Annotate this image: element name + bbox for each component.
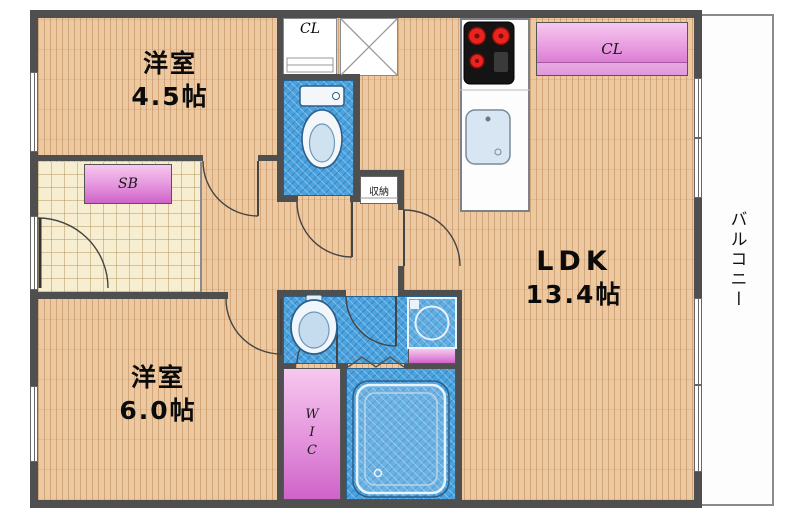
storage-label: 収納 <box>369 186 389 198</box>
window-mullion <box>695 384 701 386</box>
wall-segment <box>277 18 283 202</box>
ldk-label: LDK 13.4帖 <box>468 244 680 312</box>
shoe-box: SB <box>84 164 172 204</box>
wall-segment <box>398 290 462 296</box>
closet-top: CL <box>283 18 337 76</box>
wall-segment <box>30 500 702 508</box>
ldk-area: 13.4帖 <box>525 280 623 310</box>
wall-segment <box>277 290 346 296</box>
fridge-space <box>340 18 398 76</box>
room2-area: 6.0帖 <box>119 395 197 425</box>
room1-name: 洋室 <box>142 49 197 78</box>
wall-segment <box>30 292 228 299</box>
wall-segment <box>283 364 296 369</box>
wall-segment <box>277 292 283 500</box>
wall-segment <box>283 74 354 80</box>
wall-segment <box>398 170 404 210</box>
wall-segment <box>694 10 702 508</box>
wall-segment <box>258 155 283 161</box>
window-balcony-1 <box>694 78 702 198</box>
wood-floor-base <box>38 18 694 500</box>
window-mullion <box>695 137 701 139</box>
room2-name: 洋室 <box>130 363 185 392</box>
wall-segment <box>354 74 360 202</box>
wall-segment <box>341 364 346 500</box>
toilet-room <box>283 80 354 196</box>
ldk-name: LDK <box>536 246 612 277</box>
wall-segment <box>350 196 360 202</box>
wall-segment <box>336 364 348 369</box>
walk-in-closet: WIC <box>283 368 341 500</box>
wic-label: WIC <box>304 407 320 461</box>
window-balcony-2 <box>694 298 702 472</box>
storage-box: 収納 <box>360 176 398 204</box>
closet-right: CL <box>536 22 688 76</box>
balcony-label: バルコニー <box>726 210 747 310</box>
window-left-room1 <box>30 72 38 152</box>
laundry-counter <box>408 348 456 364</box>
wall-segment <box>354 170 404 176</box>
entrance-door-opening <box>30 216 38 290</box>
wall-segment <box>398 266 404 296</box>
room2-label: 洋室 6.0帖 <box>58 362 258 427</box>
wall-segment <box>404 364 456 369</box>
balcony: バルコニー <box>702 14 774 506</box>
wall-segment <box>36 155 203 161</box>
window-left-room2 <box>30 386 38 462</box>
room1-area: 4.5帖 <box>131 81 209 111</box>
bathroom <box>346 368 456 500</box>
shoe-box-label: SB <box>118 176 138 192</box>
closet-door-track <box>537 62 687 75</box>
kitchen-counter <box>460 18 530 212</box>
wall-segment <box>30 10 702 18</box>
room1-label: 洋室 4.5帖 <box>70 48 270 113</box>
wall-segment <box>456 290 462 500</box>
wall-segment <box>277 196 298 202</box>
closet-top-label: CL <box>299 21 320 37</box>
closet-right-label: CL <box>601 40 623 58</box>
